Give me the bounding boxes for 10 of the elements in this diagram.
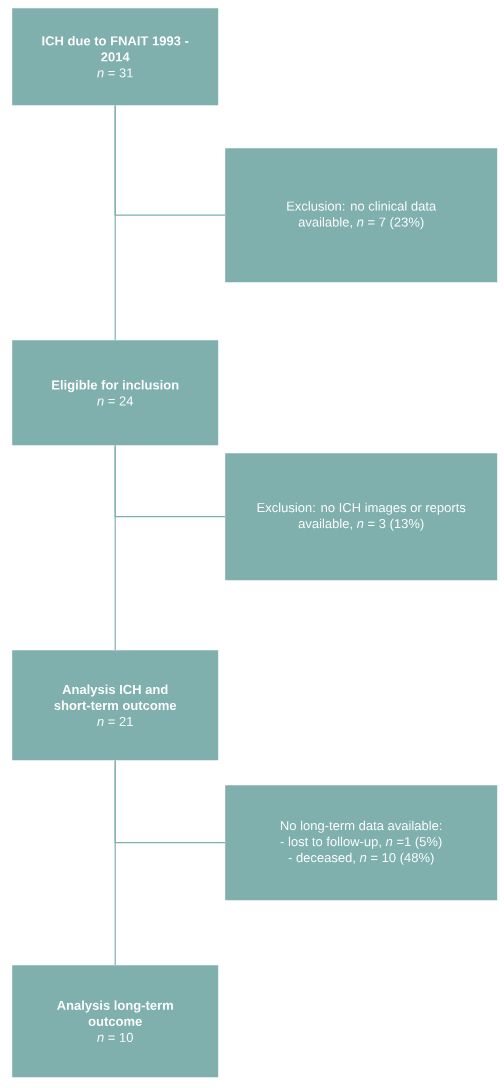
exclusion-box: Exclusion: no ICH images or reports available, n = 3 (13%) bbox=[225, 453, 498, 581]
flow-box: Analysis ICH and short-term outcome n = 21 bbox=[12, 650, 219, 761]
connector-line bbox=[114, 759, 226, 844]
connector-line bbox=[114, 444, 226, 518]
flow-box: ICH due to FNAIT 1993 - 2014 n = 31 bbox=[12, 8, 219, 106]
flow-box: Eligible for inclusion n = 24 bbox=[12, 340, 219, 446]
exclusion-box: No long-term data available: - lost to follow-up, n =1 (5%) - deceased, n = 10 (48%) bbox=[225, 785, 498, 901]
connector-line bbox=[114, 104, 226, 216]
flow-box: Analysis long-term outcome n = 10 bbox=[12, 965, 219, 1078]
exclusion-box: Exclusion: no clinical data available, n = 7 (23%) bbox=[225, 148, 498, 283]
